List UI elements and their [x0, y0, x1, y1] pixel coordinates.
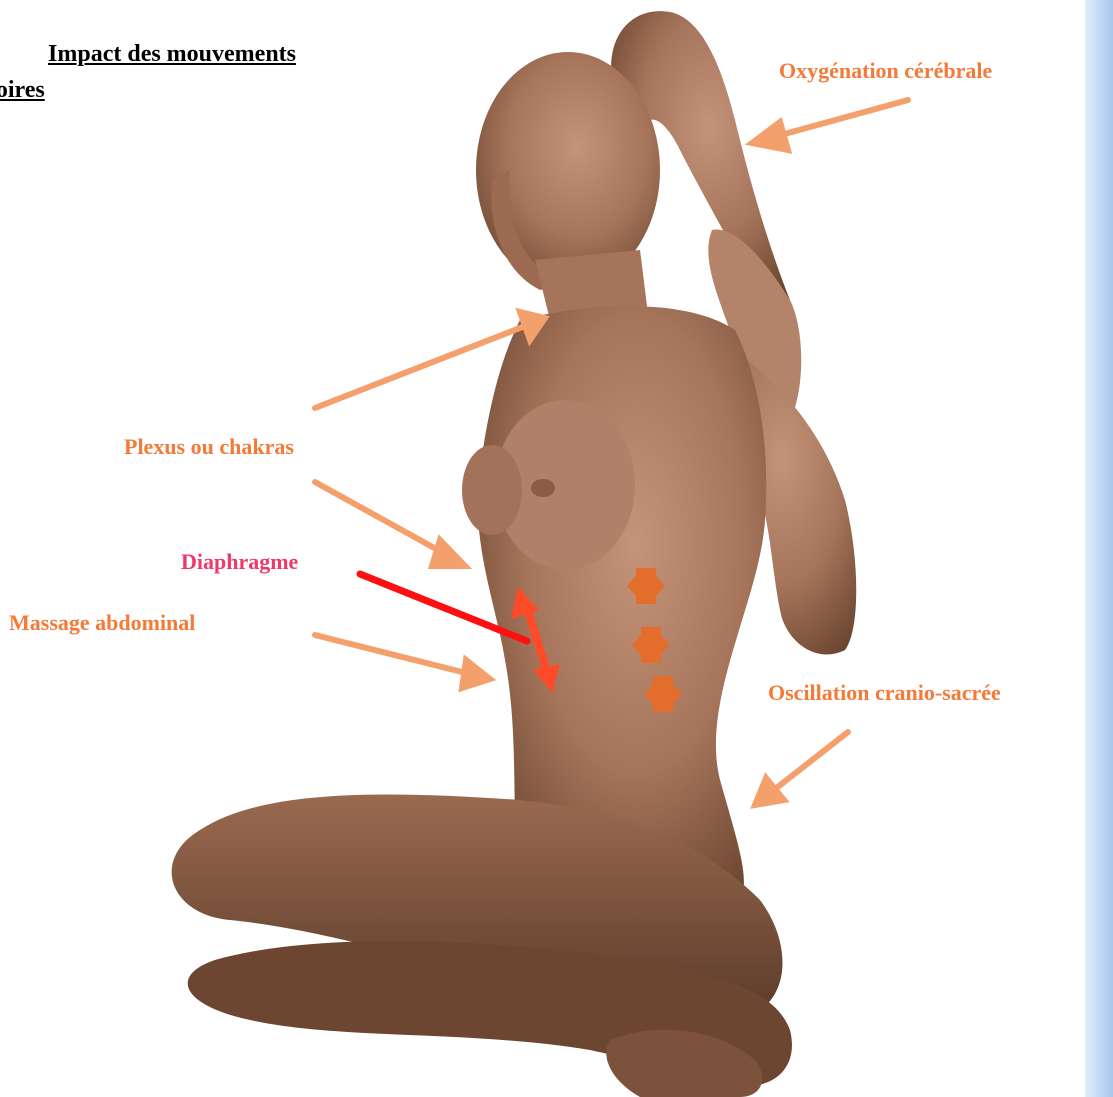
- label-diaphragme: Diaphragme: [181, 549, 298, 575]
- title-line-2: respiratoires: [0, 72, 45, 108]
- diagram-title: Impact des mouvements respiratoires: [0, 36, 300, 126]
- label-oxygenation: Oxygénation cérébrale: [779, 58, 992, 84]
- title-line-1: Impact des mouvements: [48, 36, 296, 72]
- label-plexus: Plexus ou chakras: [124, 434, 294, 460]
- label-massage: Massage abdominal: [9, 610, 195, 636]
- label-oscillation: Oscillation cranio-sacrée: [768, 680, 1001, 706]
